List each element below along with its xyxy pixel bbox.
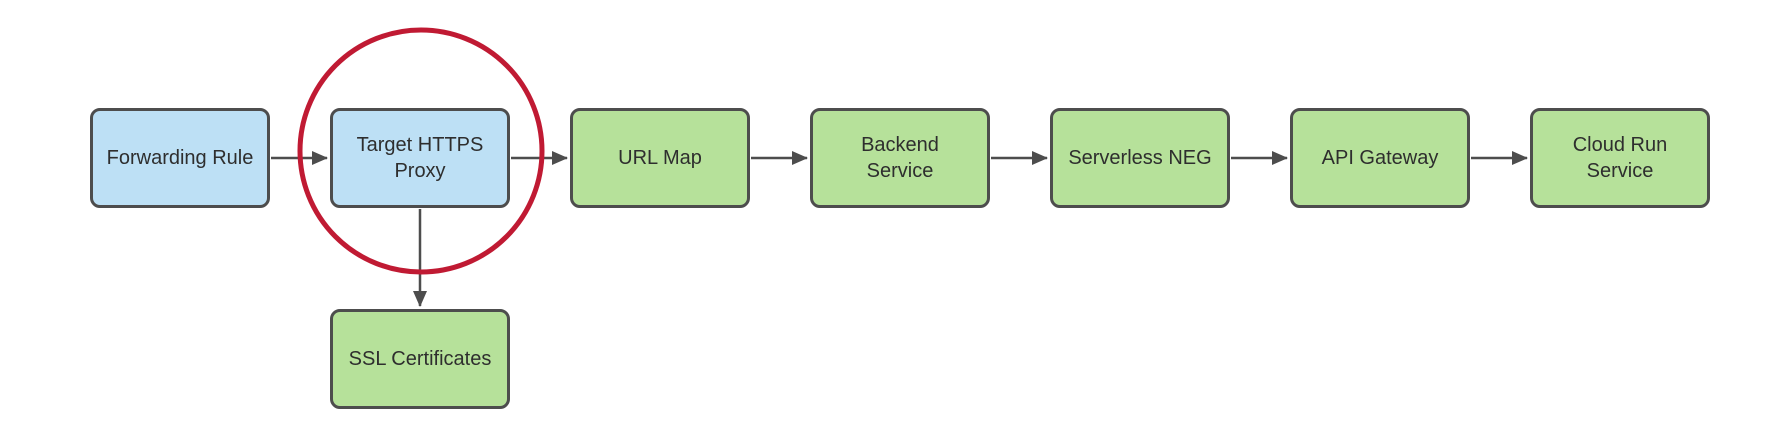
node-label: API Gateway xyxy=(1321,147,1439,169)
node-url-map: URL Map xyxy=(570,108,750,208)
node-label: Serverless NEG xyxy=(1068,147,1212,169)
red-highlight-circle xyxy=(297,27,545,275)
node-backend-service: Backend Service xyxy=(810,108,990,208)
node-serverless-neg: Serverless NEG xyxy=(1050,108,1230,208)
node-label: Target HTTPS Proxy xyxy=(356,134,484,182)
node-label: Cloud Run Service xyxy=(1572,134,1668,182)
node-label: SSL Certificates xyxy=(348,348,492,370)
node-cloud-run-service: Cloud Run Service xyxy=(1530,108,1710,208)
node-label: Backend Service xyxy=(861,134,939,182)
node-api-gateway: API Gateway xyxy=(1290,108,1470,208)
node-ssl-certificates: SSL Certificates xyxy=(330,309,510,409)
node-label: Forwarding Rule xyxy=(106,147,254,169)
node-forwarding-rule: Forwarding Rule xyxy=(90,108,270,208)
node-label: URL Map xyxy=(618,147,702,169)
node-target-https-proxy: Target HTTPS Proxy xyxy=(330,108,510,208)
